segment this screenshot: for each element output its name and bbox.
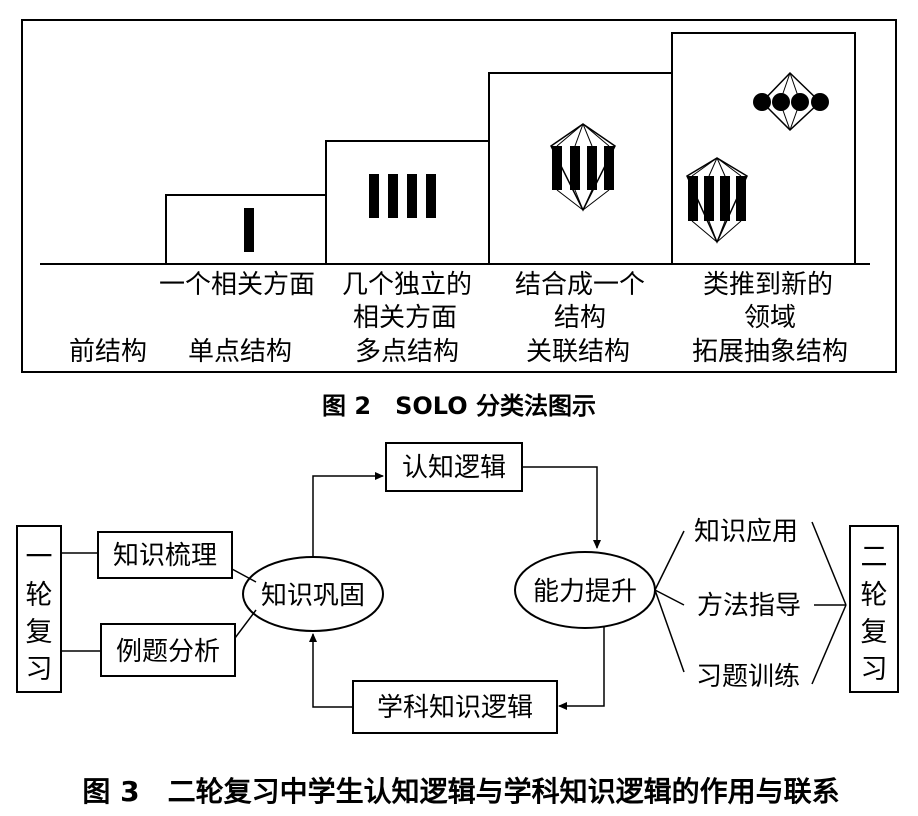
label-multistructural: 多点结构: [355, 337, 459, 367]
first-review-char: 习: [26, 654, 53, 685]
connector-application-to-second-review: [811, 521, 847, 606]
label-extended-desc-2: 领域: [744, 303, 796, 333]
knowledge-application-label: 知识应用: [694, 517, 798, 547]
relational-diamond-icon: [550, 123, 616, 212]
extended-diamond-icon: [686, 157, 748, 244]
connector-sorting-to-consolidation: [231, 568, 257, 583]
label-multistructural-desc-2: 相关方面: [353, 303, 457, 333]
figure2-frame: [21, 19, 897, 373]
connector-ability-to-application: [654, 530, 685, 591]
label-relational-desc-2: 结构: [554, 303, 606, 333]
label-extended-desc-1: 类推到新的: [703, 270, 833, 300]
arrow-consolidation-to-cognitive: [312, 472, 384, 557]
knowledge-consolidation-label: 知识巩固: [261, 581, 365, 611]
label-prestructural: 前结构: [69, 337, 147, 367]
label-unistructural-desc: 一个相关方面: [159, 270, 315, 300]
first-review-box: 一 轮 复 习: [16, 525, 62, 693]
example-analysis-box: [100, 623, 236, 677]
label-relational: 关联结构: [526, 337, 630, 367]
exercise-training-label: 习题训练: [696, 662, 800, 692]
cognitive-logic-label: 认知逻辑: [402, 453, 506, 483]
arrow-cognitive-to-ability: [522, 466, 601, 549]
connector-exercise-to-second-review: [811, 604, 847, 685]
label-relational-desc-1: 结合成一个: [515, 270, 645, 300]
second-review-char: 复: [861, 617, 888, 648]
knowledge-sorting-label: 知识梳理: [113, 541, 217, 571]
knowledge-sorting-box: [97, 531, 233, 579]
arrow-ability-to-subject: [558, 627, 605, 710]
first-review-char: 复: [26, 617, 53, 648]
second-review-char: 二: [861, 542, 888, 573]
label-multistructural-desc-1: 几个独立的: [342, 270, 472, 300]
figure2-caption: 图 2 SOLO 分类法图示: [322, 392, 596, 420]
single-bar-icon: [244, 208, 254, 252]
second-review-char: 习: [861, 654, 888, 685]
ability-improvement-label: 能力提升: [533, 577, 637, 607]
label-unistructural: 单点结构: [188, 337, 292, 367]
first-review-char: 一: [26, 542, 53, 573]
four-bars-icon: [369, 174, 436, 218]
connector-ability-to-method: [654, 589, 685, 606]
relational-block: [488, 72, 673, 265]
figure2-solo-diagram: 一个相关方面 几个独立的 结合成一个 类推到新的 相关方面 结构 领域 前结构 …: [21, 19, 897, 373]
second-review-char: 轮: [861, 580, 888, 611]
label-extended: 拓展抽象结构: [692, 337, 848, 367]
connector-ability-to-exercise: [654, 589, 685, 673]
subject-knowledge-logic-label: 学科知识逻辑: [377, 693, 533, 723]
example-analysis-label: 例题分析: [116, 637, 220, 667]
arrow-subject-to-consolidation: [309, 633, 353, 708]
figure3-review-diagram: 一 轮 复 习 知识梳理 例题分析 知识巩固 认知逻辑 能力提升: [16, 442, 899, 734]
figure3-caption: 图 3 二轮复习中学生认知逻辑与学科知识逻辑的作用与联系: [82, 775, 840, 808]
extended-abstract-block: [671, 32, 856, 265]
connector-example-to-consolidation: [234, 609, 257, 639]
dots-diamond-icon: [753, 71, 829, 132]
second-review-box: 二 轮 复 习: [849, 525, 899, 693]
first-review-char: 轮: [26, 580, 53, 611]
method-guidance-label: 方法指导: [697, 591, 801, 621]
